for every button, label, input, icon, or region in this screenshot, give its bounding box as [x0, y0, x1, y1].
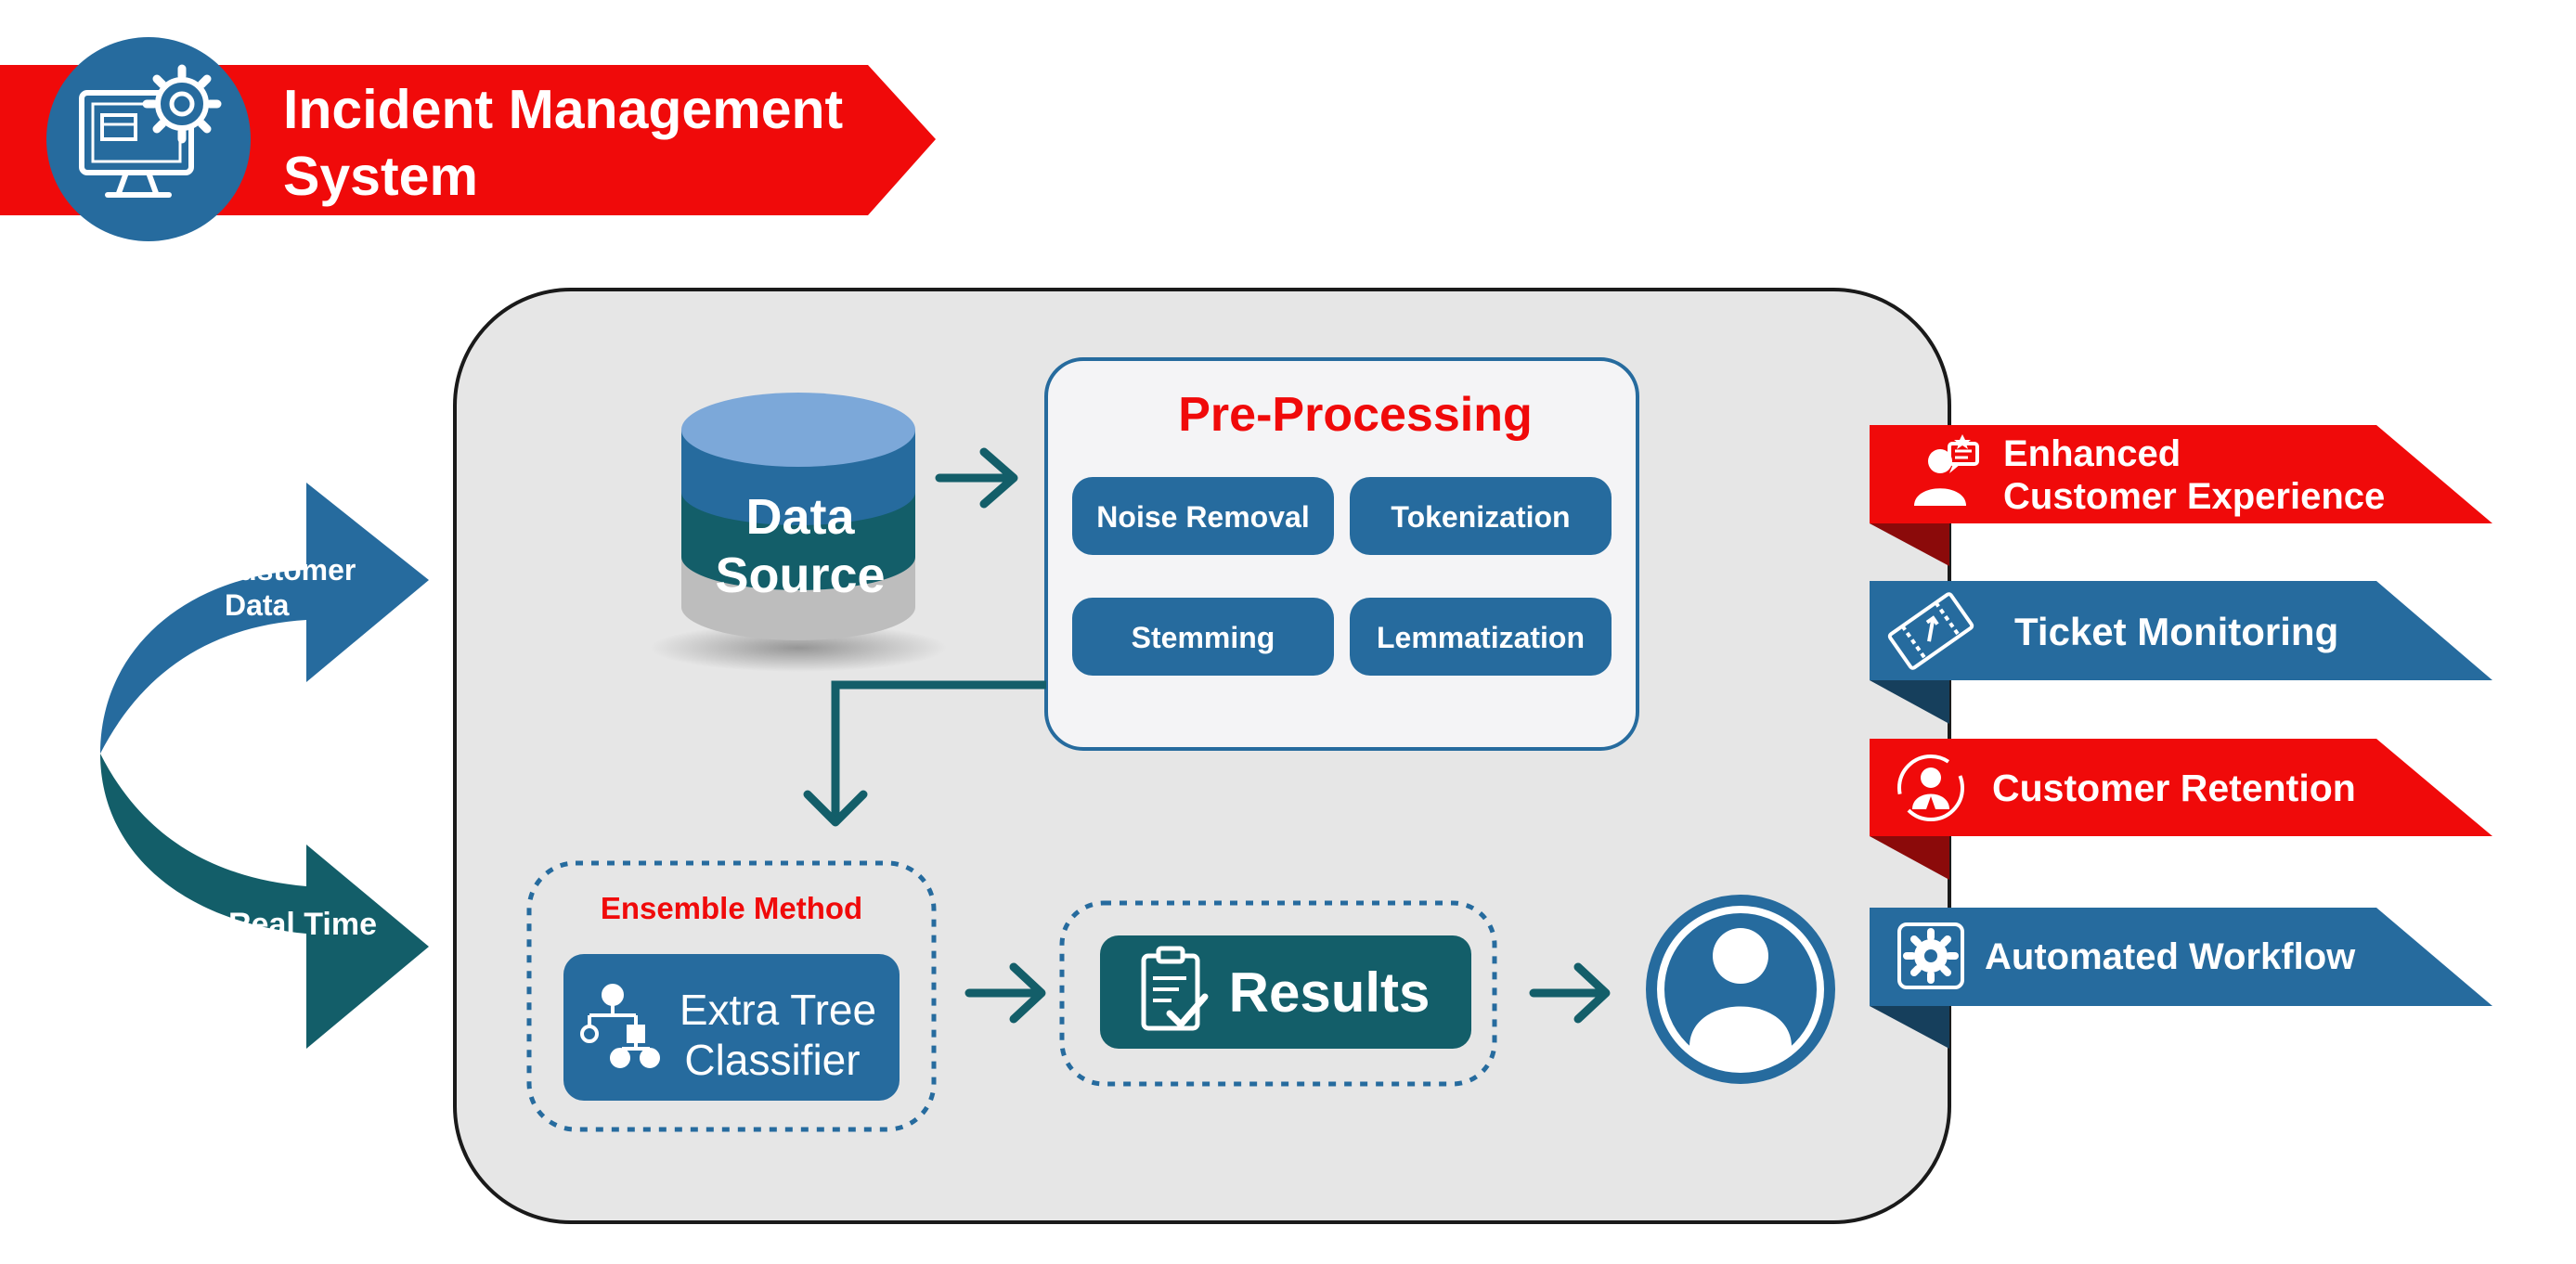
data-source-label-line2: Source — [715, 548, 885, 603]
user-icon — [1646, 895, 1835, 1084]
flow-arrow-to-preprocessing — [935, 447, 1018, 509]
flow-arrow-to-user — [1529, 962, 1611, 1024]
outcome-banners — [1870, 425, 2492, 1049]
preprocessing-title: Pre-Processing — [1178, 388, 1533, 442]
ensemble-method-box: Ensemble Method Extra Tree Classifier — [526, 860, 937, 1132]
flow-arrow-to-results — [964, 962, 1046, 1024]
flow-arrow-to-ensemble — [803, 680, 1046, 827]
classifier-label-line2: Classifier — [684, 1036, 860, 1084]
step-label: Stemming — [1132, 621, 1275, 654]
outcome-3-label: Customer Retention — [1992, 767, 2356, 809]
real-time-data-arrow — [100, 754, 429, 1049]
outcome-ticket-monitoring — [1870, 581, 2492, 724]
results-label: Results — [1229, 961, 1430, 1024]
monitor-gear-icon — [46, 37, 251, 241]
ticket-icon — [1887, 592, 1974, 670]
automation-gear-icon — [1897, 922, 1964, 989]
outcome-1-label-line1: Enhanced — [2003, 433, 2181, 474]
outcome-enhanced-customer-experience — [1870, 425, 2492, 566]
retention-user-icon — [1897, 755, 1964, 821]
preprocessing-box: Pre-Processing Noise Removal Tokenizatio… — [1044, 357, 1639, 751]
customer-data-arrow — [100, 483, 429, 754]
step-label: Tokenization — [1391, 500, 1570, 534]
input-arrows: Customer Data Real Time Data — [100, 483, 429, 1049]
step-label: Noise Removal — [1096, 500, 1309, 534]
header-title-line2: System — [283, 146, 478, 207]
outcome-2-label: Ticket Monitoring — [2014, 610, 2338, 653]
customer-feedback-icon — [1914, 434, 1979, 506]
extra-tree-classifier: Extra Tree Classifier — [563, 954, 900, 1101]
header-title-line1: Incident Management — [283, 79, 843, 140]
ensemble-method-title: Ensemble Method — [601, 891, 862, 925]
results-button: Results — [1100, 935, 1471, 1049]
real-time-data-label-line2: Data — [228, 943, 298, 978]
step-label: Lemmatization — [1377, 621, 1585, 654]
results-box: Results — [1059, 900, 1497, 1087]
classifier-label-line1: Extra Tree — [680, 986, 876, 1034]
preprocessing-step-stemming: Stemming — [1072, 598, 1334, 676]
customer-data-label-line2: Data — [225, 588, 290, 622]
outcome-1-label-line2: Customer Experience — [2003, 476, 2385, 517]
header-banner: Incident Management System — [0, 37, 936, 241]
outcome-customer-retention — [1870, 739, 2492, 880]
real-time-data-label-line1: Real Time — [228, 907, 377, 942]
customer-data-label-line1: Customer — [217, 553, 356, 587]
decision-tree-icon — [580, 984, 660, 1068]
data-source-cylinder: Data Source — [650, 393, 947, 672]
preprocessing-step-lemmatization: Lemmatization — [1350, 598, 1612, 676]
preprocessing-step-noise-removal: Noise Removal — [1072, 477, 1334, 555]
preprocessing-step-tokenization: Tokenization — [1350, 477, 1612, 555]
outcome-automated-workflow — [1870, 908, 2492, 1049]
clipboard-check-icon — [1141, 946, 1209, 1031]
outcome-4-label: Automated Workflow — [1985, 936, 2356, 977]
data-source-label-line1: Data — [745, 489, 855, 545]
